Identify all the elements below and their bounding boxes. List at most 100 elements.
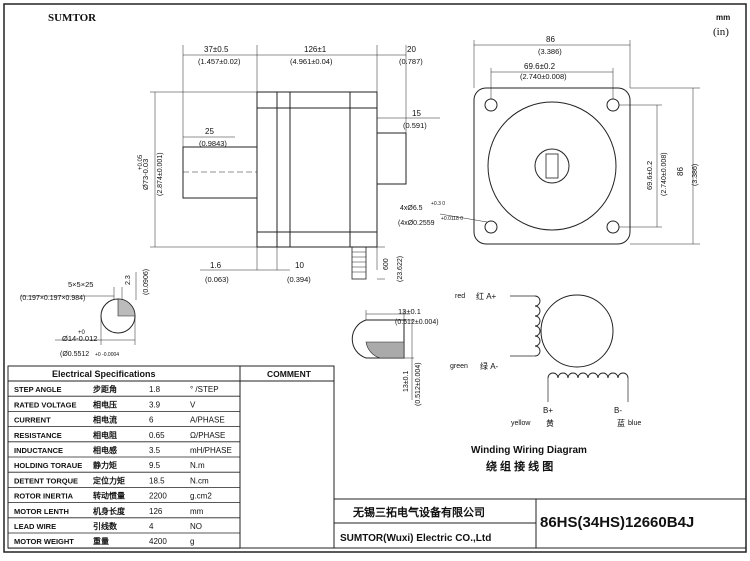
spec-unit: N.cm	[190, 476, 209, 485]
model-number: 86HS(34HS)12660B4J	[540, 514, 694, 531]
dim-r86-in: (3.386)	[692, 164, 699, 186]
spec-name-cn: 相电流	[93, 415, 117, 425]
spec-rows: STEP ANGLE 步距角 1.8 ° /STEP RATED VOLTAGE 相电压 3…	[8, 384, 240, 549]
spec-name-cn: 静力矩	[93, 460, 117, 470]
wire-yellow-cn: 黄	[546, 418, 554, 428]
brand-label: SUMTOR	[48, 12, 97, 24]
spec-name-cn: 重量	[93, 536, 109, 546]
spec-value: 9.5	[149, 461, 161, 470]
dim-r13-in: (0.512±0.004)	[415, 362, 422, 406]
dim-s13: 13±0.1	[398, 307, 421, 316]
wire-yellow: yellow	[511, 420, 531, 427]
spec-value: 6	[149, 416, 154, 425]
wire-green: green	[450, 363, 468, 370]
dim-37: 37±0.5	[204, 45, 229, 54]
dim-r69-in: (2.740±0.008)	[661, 152, 668, 196]
dim-k23-in: (0.0906)	[143, 269, 150, 295]
shaft-section	[20, 272, 137, 345]
sheet-border	[3, 3, 747, 553]
spec-name: RESISTANCE	[14, 431, 62, 440]
spec-value: 3.9	[149, 400, 161, 409]
wire-blue: blue	[628, 420, 641, 427]
spec-name: INDUCTANCE	[14, 446, 63, 455]
spec-name-cn: 相电感	[93, 445, 117, 455]
spec-value: 126	[149, 507, 163, 516]
dim-69: 69.6±0.2	[524, 62, 556, 71]
spec-value: 4200	[149, 537, 167, 546]
spec-name-cn: 转动惯量	[93, 491, 125, 501]
spec-value: 0.65	[149, 431, 165, 440]
dim-1-6: 1.6	[210, 261, 222, 270]
dim-15: 15	[412, 109, 421, 118]
unit-in: (in)	[713, 26, 729, 38]
dim-shaft: Ø14-0.012	[62, 334, 97, 343]
spec-unit: N.m	[190, 461, 205, 470]
spec-name-cn: 步距角	[93, 384, 117, 394]
dim-10-in: (0.394)	[287, 275, 311, 284]
spec-unit: mH/PHASE	[190, 446, 232, 455]
dim-600: 600	[383, 258, 390, 270]
dim-hole-in-tol: +0.0118 0	[441, 216, 463, 222]
dim-key: 5×5×25	[68, 280, 93, 289]
dim-shaft-in: (Ø0.5512	[60, 351, 89, 358]
dim-600-in: (23.622)	[397, 256, 404, 282]
dim-phi73: Ø73-0.03	[141, 159, 150, 190]
dim-126-in: (4.961±0.04)	[290, 57, 333, 66]
dim-phi73-tol: +0.05	[138, 154, 144, 170]
wire-green-cn: 绿 A-	[480, 362, 499, 371]
dim-hole: 4xØ6.5	[400, 205, 423, 212]
spec-value: 3.5	[149, 446, 161, 455]
dim-37-in: (1.457±0.02)	[198, 57, 241, 66]
spec-unit: ° /STEP	[190, 385, 219, 394]
dim-phi73-in: (2.874±0.001)	[157, 152, 164, 196]
dim-69-in: (2.740±0.008)	[520, 72, 567, 81]
dim-r86: 86	[676, 167, 685, 176]
spec-name-cn: 定位力矩	[92, 475, 125, 485]
dim-86-in: (3.386)	[538, 47, 562, 56]
dim-s13-in: (0.512±0.004)	[395, 319, 439, 326]
spec-unit: Ω/PHASE	[190, 431, 225, 440]
spec-name: STEP ANGLE	[14, 385, 62, 394]
title-block-grid	[333, 498, 747, 549]
spec-name: ROTOR INERTIA	[14, 492, 74, 501]
front-view	[439, 40, 700, 245]
wire-red: red	[455, 293, 465, 300]
dim-10: 10	[295, 261, 304, 270]
unit-mm: mm	[716, 13, 730, 22]
spec-name: HOLDING TORAUE	[14, 461, 82, 470]
spec-name-cn: 相电压	[93, 399, 117, 409]
spec-unit: V	[190, 400, 196, 409]
spec-name: CURRENT	[14, 416, 51, 425]
spec-name: RATED VOLTAGE	[14, 400, 77, 409]
spec-name: MOTOR LENTH	[14, 507, 69, 516]
spec-value: 2200	[149, 492, 167, 501]
dim-1-6-in: (0.063)	[205, 275, 229, 284]
spec-unit: g	[190, 537, 194, 546]
dim-hole-in: (4xØ0.2559	[398, 220, 435, 227]
spec-title: Electrical Specifications	[52, 369, 156, 379]
spec-name: LEAD WIRE	[14, 522, 56, 531]
wire-bm: B-	[614, 406, 622, 415]
dim-25-in: (0.9843)	[199, 139, 227, 148]
dim-shaft-in-tol: +0 -0.0004	[95, 352, 119, 358]
dim-k23: 2.3	[125, 275, 132, 285]
dim-25: 25	[205, 127, 214, 136]
spec-name-cn: 机身长度	[93, 506, 126, 516]
spec-name: DETENT TORQUE	[14, 476, 78, 485]
dim-126: 126±1	[304, 45, 327, 54]
winding-title-cn: 绕 组 接 线 图	[486, 459, 553, 473]
spec-name-cn: 引线数	[93, 521, 118, 531]
dim-r13: 13±0.1	[403, 371, 410, 392]
side-view	[150, 45, 440, 280]
winding-title: Winding Wiring Diagram	[471, 445, 587, 456]
spec-value: 1.8	[149, 385, 161, 394]
dim-20-in: (0.787)	[399, 57, 423, 66]
dim-15-in: (0.591)	[403, 121, 427, 130]
dim-r69: 69.6±0.2	[645, 161, 654, 190]
wire-blue-cn: 蓝	[617, 418, 625, 428]
winding-diagram	[510, 294, 629, 402]
spec-unit: NO	[190, 522, 202, 531]
company-en: SUMTOR(Wuxi) Electric CO.,Ltd	[340, 533, 491, 544]
rear-shaft-section	[351, 310, 414, 400]
